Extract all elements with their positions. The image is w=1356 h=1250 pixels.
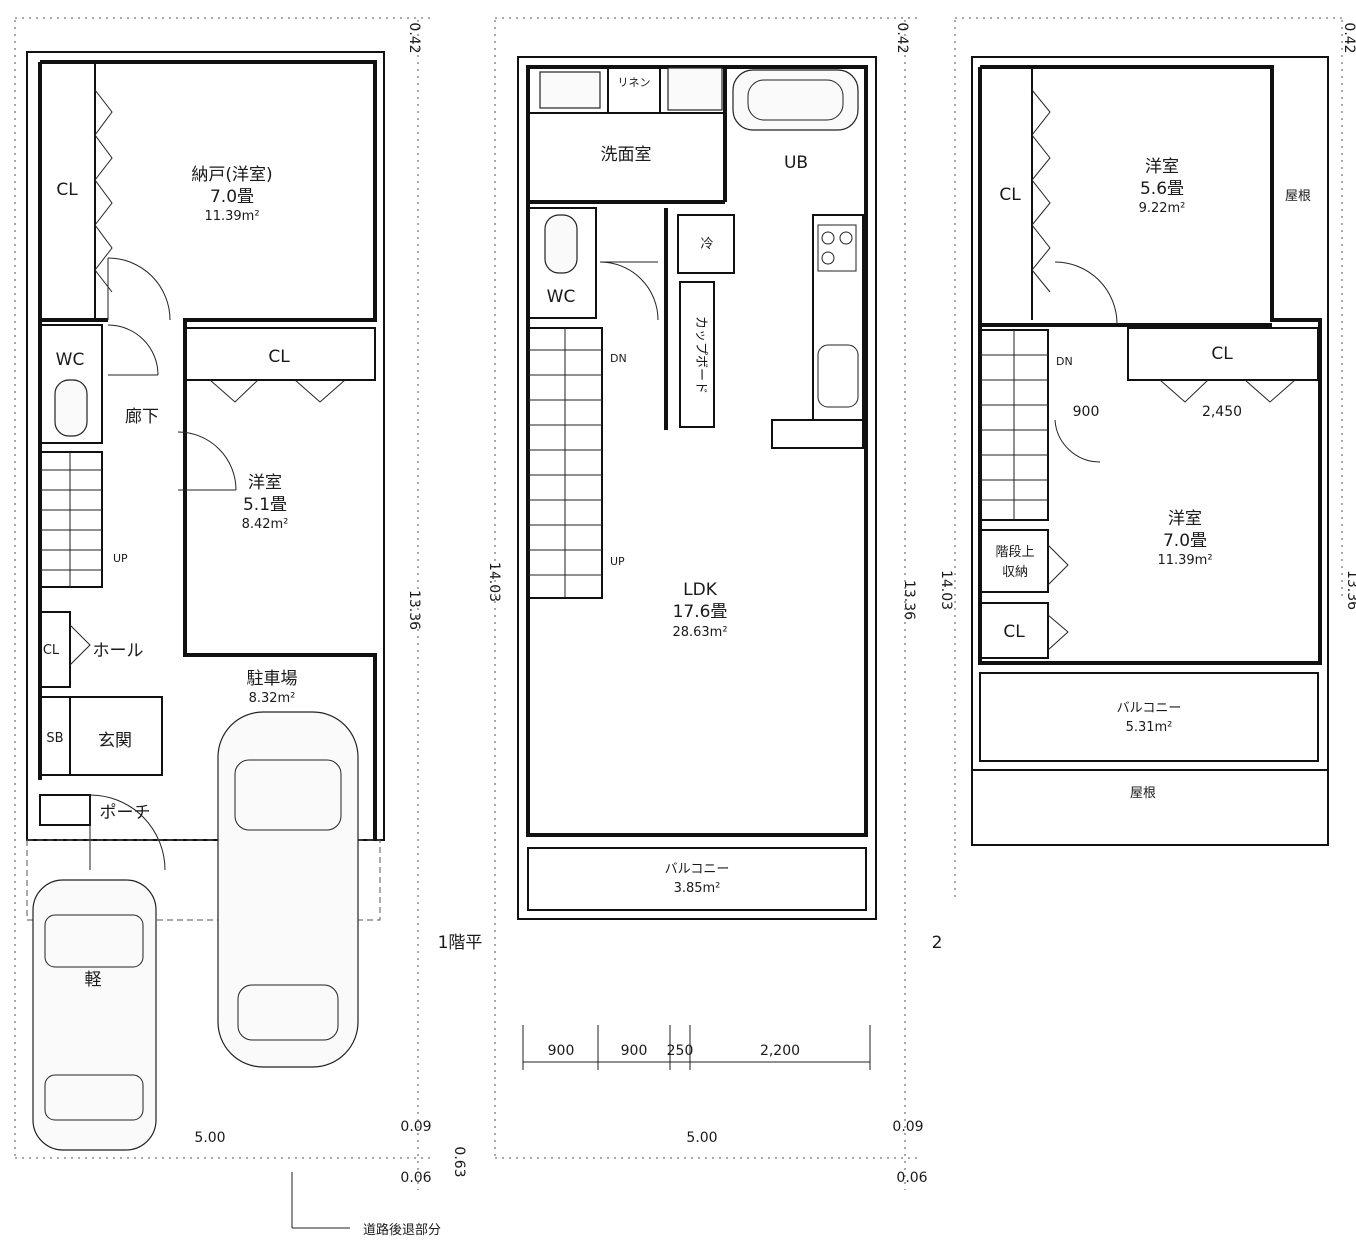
f2-balcony-area: 3.85m² <box>674 881 721 896</box>
f3-room-a-cl-label: CL <box>999 185 1021 205</box>
f1-parking-name: 駐車場 <box>247 669 298 689</box>
f2-ldk-area: 28.63m² <box>672 625 727 640</box>
f1-bedroom-size: 5.1畳 <box>243 495 287 515</box>
f3-dim-top-offset: 0.42 <box>1341 22 1356 53</box>
f2-dim-seg2: 900 <box>621 1043 648 1059</box>
f1-dim-setback: 0.63 <box>451 1146 467 1177</box>
floor-2-footprint <box>517 56 877 920</box>
f1-storage-room-size: 7.0畳 <box>210 187 254 207</box>
f2-dim-top-offset: 0.42 <box>894 22 910 53</box>
f1-bedroom-cl-label: CL <box>268 347 290 367</box>
f3-dim-900: 900 <box>1073 404 1100 420</box>
f1-bedroom-area: 8.42m² <box>242 517 289 532</box>
f3-dim-depth: 13.36 <box>1344 570 1356 610</box>
f3-stair-storage-line1: 階段上 <box>995 545 1034 560</box>
f2-dim-seg4: 2,200 <box>760 1043 800 1059</box>
f2-stairs-up-label: UP <box>610 555 625 568</box>
f2-dim-width: 5.00 <box>686 1130 717 1146</box>
f1-bedroom-name: 洋室 <box>248 473 282 493</box>
f2-dim-seg3: 250 <box>667 1043 694 1059</box>
f1-dim-depth: 13.36 <box>406 590 422 630</box>
f3-balcony-area: 5.31m² <box>1126 720 1173 735</box>
floor-1-plan <box>14 17 430 1229</box>
f1-setback-note: 道路後退部分 <box>363 1222 441 1238</box>
f3-dim-2450: 2,450 <box>1202 404 1242 420</box>
f1-shoebox-label: SB <box>46 731 63 746</box>
f2-balcony-name: バルコニー <box>665 862 730 877</box>
f1-stairs-up-label: UP <box>113 552 128 565</box>
f2-linen-label: リネン <box>618 76 651 89</box>
f3-room-b-size: 7.0畳 <box>1163 531 1207 551</box>
floor-2-plan <box>494 17 920 1190</box>
f3-room-b-name: 洋室 <box>1168 509 1202 529</box>
f2-ldk-name: LDK <box>683 580 718 600</box>
f1-floor-label: 1階平 <box>438 933 483 953</box>
f3-lower-cl-label: CL <box>1003 622 1025 642</box>
f1-kei-car-label: 軽 <box>85 970 102 990</box>
f2-wc-label: WC <box>547 287 576 307</box>
f2-washroom-label: 洗面室 <box>601 145 652 165</box>
f2-dim-bottom-b: 0.06 <box>896 1170 927 1186</box>
f3-balcony-name: バルコニー <box>1117 701 1182 716</box>
f1-dim-bottom-a: 0.09 <box>400 1119 431 1135</box>
f1-hallway-label: 廊下 <box>125 407 159 427</box>
f1-storage-room-name: 納戸(洋室) <box>191 165 272 185</box>
car-kei <box>32 879 157 1151</box>
f2-floor-label: 2 <box>932 933 943 953</box>
f1-hall-label: ホール <box>93 641 144 661</box>
f3-room-a-area: 9.22m² <box>1139 201 1186 216</box>
f1-hall-cl-label: CL <box>43 643 60 658</box>
car-standard <box>217 711 359 1068</box>
f1-dim-top-offset: 0.42 <box>406 22 422 53</box>
f3-room-b-cl-label: CL <box>1211 344 1233 364</box>
floor-3-footprint <box>971 56 1329 846</box>
f2-dim-depth: 13.36 <box>901 580 917 620</box>
floor-1-footprint <box>26 51 385 841</box>
f2-fridge-label: 冷 <box>700 237 713 252</box>
f3-stair-storage-line2: 収納 <box>1002 565 1028 580</box>
f3-roof-side-label: 屋根 <box>1285 189 1311 204</box>
f2-dim-seg1: 900 <box>548 1043 575 1059</box>
f2-stairs-dn-label: DN <box>610 352 627 365</box>
f1-wc-label: WC <box>56 350 85 370</box>
f1-storage-cl-label: CL <box>56 180 78 200</box>
f3-roof-front-label: 屋根 <box>1130 786 1156 801</box>
f2-cupboard-label: カップボード <box>693 316 708 394</box>
f3-room-a-size: 5.6畳 <box>1140 179 1184 199</box>
f2-bath-label: UB <box>784 153 808 173</box>
f1-dim-bottom-b: 0.06 <box>400 1170 431 1186</box>
f2-ldk-size: 17.6畳 <box>673 602 728 622</box>
f3-stairs-dn-label: DN <box>1056 355 1073 368</box>
f3-room-b-area: 11.39m² <box>1157 553 1212 568</box>
f1-parking-area: 8.32m² <box>249 691 296 706</box>
f1-entrance-label: 玄関 <box>98 731 132 751</box>
f2-dim-depth-outer: 14.03 <box>486 562 502 602</box>
f1-dim-width: 5.00 <box>194 1130 225 1146</box>
f3-dim-depth-left: 14.03 <box>938 570 954 610</box>
f3-room-a-name: 洋室 <box>1145 157 1179 177</box>
floor-3-plan <box>954 17 1345 900</box>
f1-porch-label: ポーチ <box>100 803 151 823</box>
f2-dim-bottom-a: 0.09 <box>892 1119 923 1135</box>
f1-storage-room-area: 11.39m² <box>204 209 259 224</box>
